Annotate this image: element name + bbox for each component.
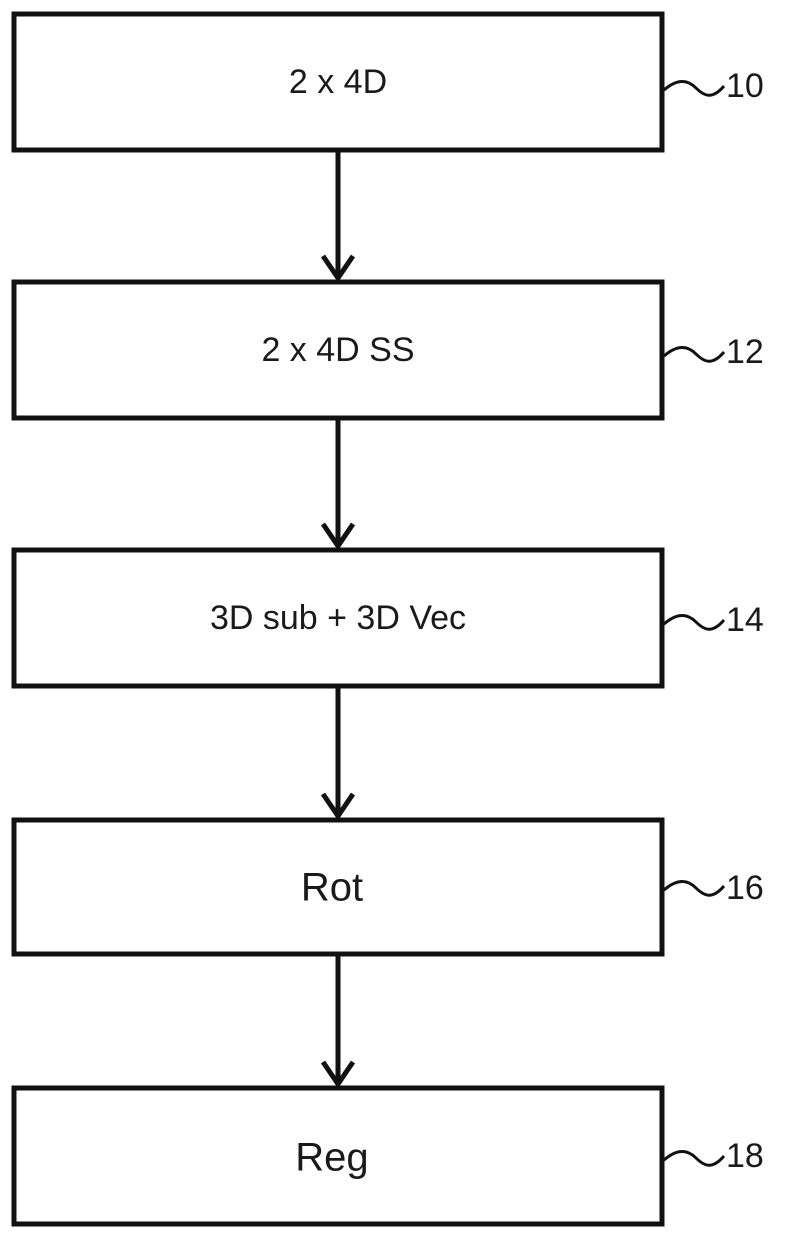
step-label-14: 3D sub + 3D Vec bbox=[210, 599, 466, 637]
step-block-10: 2 x 4D 10 bbox=[11, 11, 764, 153]
ref-numeral-18: 18 bbox=[726, 1137, 764, 1175]
step-box-14 bbox=[11, 547, 665, 689]
step-label-12: 2 x 4D SS bbox=[261, 331, 414, 369]
step-box-18 bbox=[11, 1085, 665, 1227]
step-block-12: 2 x 4D SS 12 bbox=[11, 279, 764, 421]
ref-numeral-10: 10 bbox=[726, 67, 764, 105]
arrow-14-to-16 bbox=[320, 686, 356, 821]
leader-line-16 bbox=[663, 880, 726, 897]
arrow-16-to-18 bbox=[320, 954, 356, 1089]
leader-line-18 bbox=[663, 1150, 726, 1167]
arrow-12-to-14 bbox=[320, 418, 356, 551]
leader-line-12 bbox=[663, 346, 726, 363]
step-box-10 bbox=[11, 11, 665, 153]
arrowhead-icon bbox=[320, 254, 356, 283]
step-label-16: Rot bbox=[301, 866, 363, 910]
leader-line-14 bbox=[663, 614, 726, 631]
ref-numeral-14: 14 bbox=[726, 601, 764, 639]
step-label-10: 2 x 4D bbox=[289, 63, 387, 101]
step-box-16 bbox=[11, 817, 665, 957]
arrowhead-icon bbox=[320, 522, 356, 551]
step-block-18: Reg 18 bbox=[11, 1085, 764, 1227]
step-label-18: Reg bbox=[295, 1136, 368, 1180]
ref-numeral-16: 16 bbox=[726, 869, 764, 907]
step-block-16: Rot 16 bbox=[11, 817, 764, 957]
arrow-10-to-12 bbox=[320, 150, 356, 283]
arrowhead-icon bbox=[320, 1060, 356, 1089]
arrowhead-icon bbox=[320, 792, 356, 821]
ref-numeral-12: 12 bbox=[726, 333, 764, 371]
leader-line-10 bbox=[663, 80, 726, 97]
step-block-14: 3D sub + 3D Vec 14 bbox=[11, 547, 764, 689]
step-box-12 bbox=[11, 279, 665, 421]
